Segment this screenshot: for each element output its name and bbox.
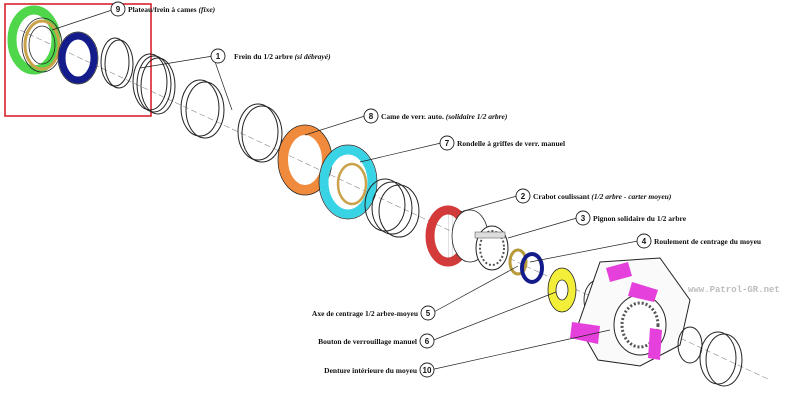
label-3: Pignon solidaire du 1/2 arbre [593,214,687,223]
number-circles [110,1,652,378]
part-1-springs [100,37,283,163]
callout-number-2: 2 [521,192,526,201]
label-1: Frein du 1/2 arbre (si débrayé) [234,52,331,61]
callout-number-7: 7 [445,139,450,148]
label-4: Roulement de centrage du moyeu [654,237,761,246]
part-3-pinion [474,225,509,271]
callout-number-5: 5 [426,309,431,318]
part-6-locking-knob [547,267,613,321]
leader-lines [51,9,639,371]
label-8: Came de verr. auto. (solidaire 1/2 arbre… [381,112,508,121]
callout-number-9: 9 [116,5,121,14]
callout-number-10: 10 [423,366,432,375]
spring-coil [364,178,420,238]
label-10: Denture intérieure du moyeu [324,366,417,375]
navy-ring [57,31,99,85]
label-7: Rondelle à griffes de verr. manuel [457,139,565,148]
label-5: Axe de centrage 1/2 arbre-moyeu [312,309,418,318]
callout-number-8: 8 [369,112,374,121]
watermark: www.Patrol-GR.net [688,285,780,295]
callout-number-4: 4 [642,237,647,246]
hub-end-rings [677,326,743,387]
callout-number-3: 3 [581,214,586,223]
part-9-cam-plate [7,5,63,75]
label-9: Plateau/frein à cames (fixe) [128,5,216,14]
part-10-hub-body [570,257,691,367]
part-7-claw-washer [318,144,378,220]
part-4-centring-bearing [508,248,544,284]
callout-number-6: 6 [425,337,430,346]
label-6: Bouton de verrouillage manuel [318,337,417,346]
label-2: Crabot coulissant (1/2 arbre - carter mo… [533,192,672,201]
callout-number-1: 1 [216,52,221,61]
